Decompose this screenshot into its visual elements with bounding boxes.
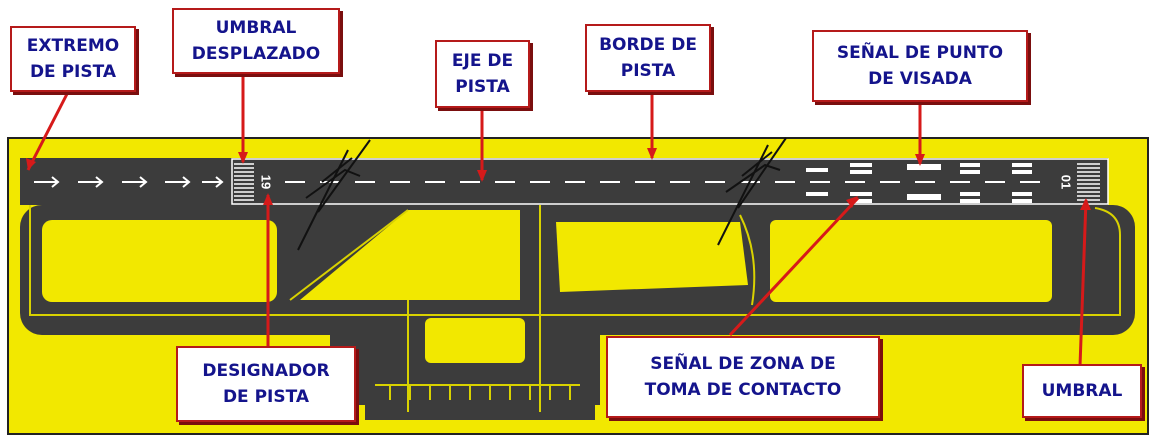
- taxiway-centerlines: [29, 202, 1121, 412]
- displaced-threshold-bars: [234, 163, 254, 201]
- runway-edge-line: [231, 158, 1109, 205]
- aiming-point-markings: [907, 164, 941, 200]
- touchdown-zone-markings: [806, 163, 1032, 203]
- apron-markings: [389, 385, 571, 400]
- label-umbral: UMBRAL: [1022, 364, 1142, 418]
- aircraft-left: [297, 139, 371, 251]
- pointer-arrowheads: [26, 148, 1091, 210]
- aircraft-right: [717, 137, 787, 246]
- grass-islands: [42, 210, 1052, 363]
- threshold-bars: [1077, 163, 1100, 201]
- blast-pad-arrows: [34, 176, 224, 188]
- pointer-zona-contacto: [728, 196, 860, 337]
- runway-designator-left: 19: [259, 175, 274, 189]
- runway-designator-right: 01: [1059, 175, 1074, 189]
- pointer-extremo-pista: [26, 91, 70, 171]
- pointer-lines: [26, 72, 1088, 367]
- pointer-umbral: [1078, 199, 1088, 367]
